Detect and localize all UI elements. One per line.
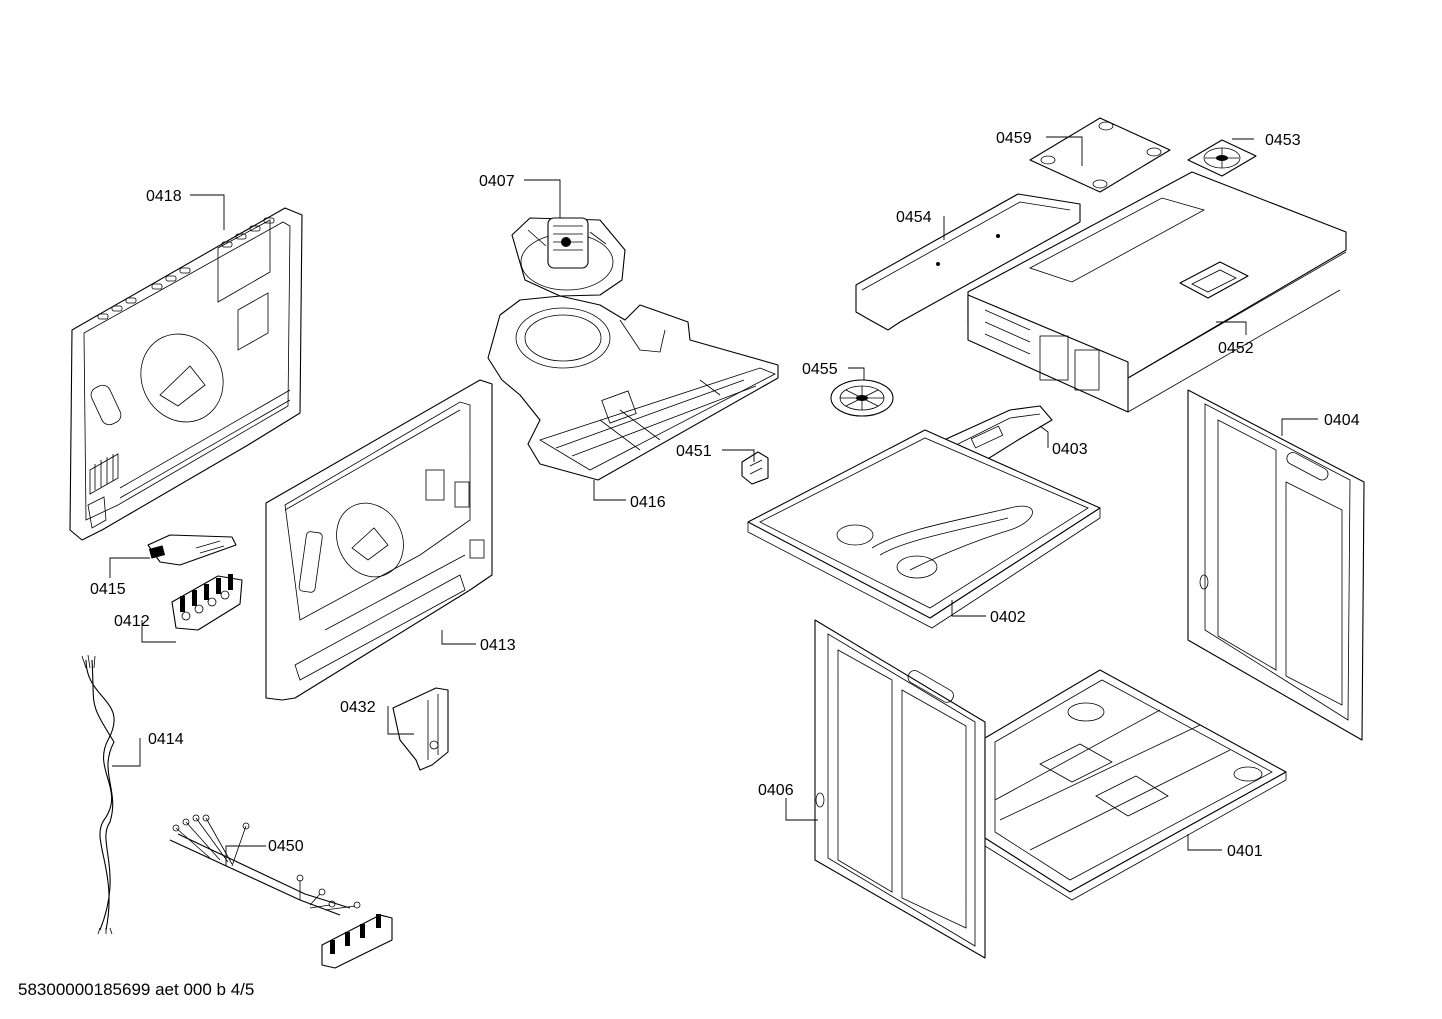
callout-0453: 0453 bbox=[1265, 132, 1301, 149]
callout-0454: 0454 bbox=[896, 209, 932, 226]
callout-0404: 0404 bbox=[1324, 412, 1360, 429]
callout-0452: 0452 bbox=[1218, 340, 1254, 357]
part-0451-clip[interactable] bbox=[741, 451, 769, 485]
callout-0451: 0451 bbox=[676, 443, 712, 460]
part-0415-sensor[interactable] bbox=[147, 534, 237, 566]
part-0402-cavity-plate[interactable] bbox=[747, 429, 1101, 629]
callout-0412: 0412 bbox=[114, 613, 150, 630]
part-0407-fan-motor[interactable] bbox=[511, 217, 626, 297]
part-0452-top-housing[interactable] bbox=[967, 171, 1347, 413]
leader-lines bbox=[109, 136, 1318, 866]
callout-0432: 0432 bbox=[340, 699, 376, 716]
callout-0418: 0418 bbox=[146, 188, 182, 205]
part-0432-bracket[interactable] bbox=[392, 687, 449, 771]
part-0454-cover-channel[interactable] bbox=[855, 193, 1081, 331]
callout-0414: 0414 bbox=[148, 731, 184, 748]
part-0414-power-cable[interactable] bbox=[81, 654, 115, 935]
part-0406-left-side-wall[interactable] bbox=[814, 619, 986, 959]
part-0401-bottom-frame[interactable] bbox=[984, 669, 1287, 901]
part-0413-rear-wall[interactable] bbox=[265, 379, 493, 701]
callout-0406: 0406 bbox=[758, 782, 794, 799]
part-0453-vent-grill[interactable] bbox=[1187, 139, 1257, 177]
part-0404-right-side-wall[interactable] bbox=[1187, 389, 1365, 741]
callout-labels: 0418 0407 0459 0453 0454 0452 0455 0403 … bbox=[90, 130, 1360, 860]
callout-0416: 0416 bbox=[630, 494, 666, 511]
document-id: 58300000185699 aet 000 b 4/5 bbox=[18, 980, 255, 999]
part-0416-fan-housing-frame[interactable] bbox=[487, 295, 779, 481]
callout-0407: 0407 bbox=[479, 173, 515, 190]
callout-0401: 0401 bbox=[1227, 843, 1263, 860]
callout-0455: 0455 bbox=[802, 361, 838, 378]
callout-0413: 0413 bbox=[480, 637, 516, 654]
part-0455-fan-wheel[interactable] bbox=[830, 379, 894, 417]
part-0418-back-panel[interactable] bbox=[69, 207, 303, 541]
part-0412-terminal-block[interactable] bbox=[171, 574, 243, 631]
callout-0403: 0403 bbox=[1052, 441, 1088, 458]
part-0450-wiring-harness[interactable] bbox=[169, 814, 393, 969]
part-0459-cover-plate[interactable] bbox=[1029, 117, 1171, 193]
callout-0402: 0402 bbox=[990, 609, 1026, 626]
callout-0459: 0459 bbox=[996, 130, 1032, 147]
callout-0415: 0415 bbox=[90, 581, 126, 598]
callout-0450: 0450 bbox=[268, 838, 304, 855]
